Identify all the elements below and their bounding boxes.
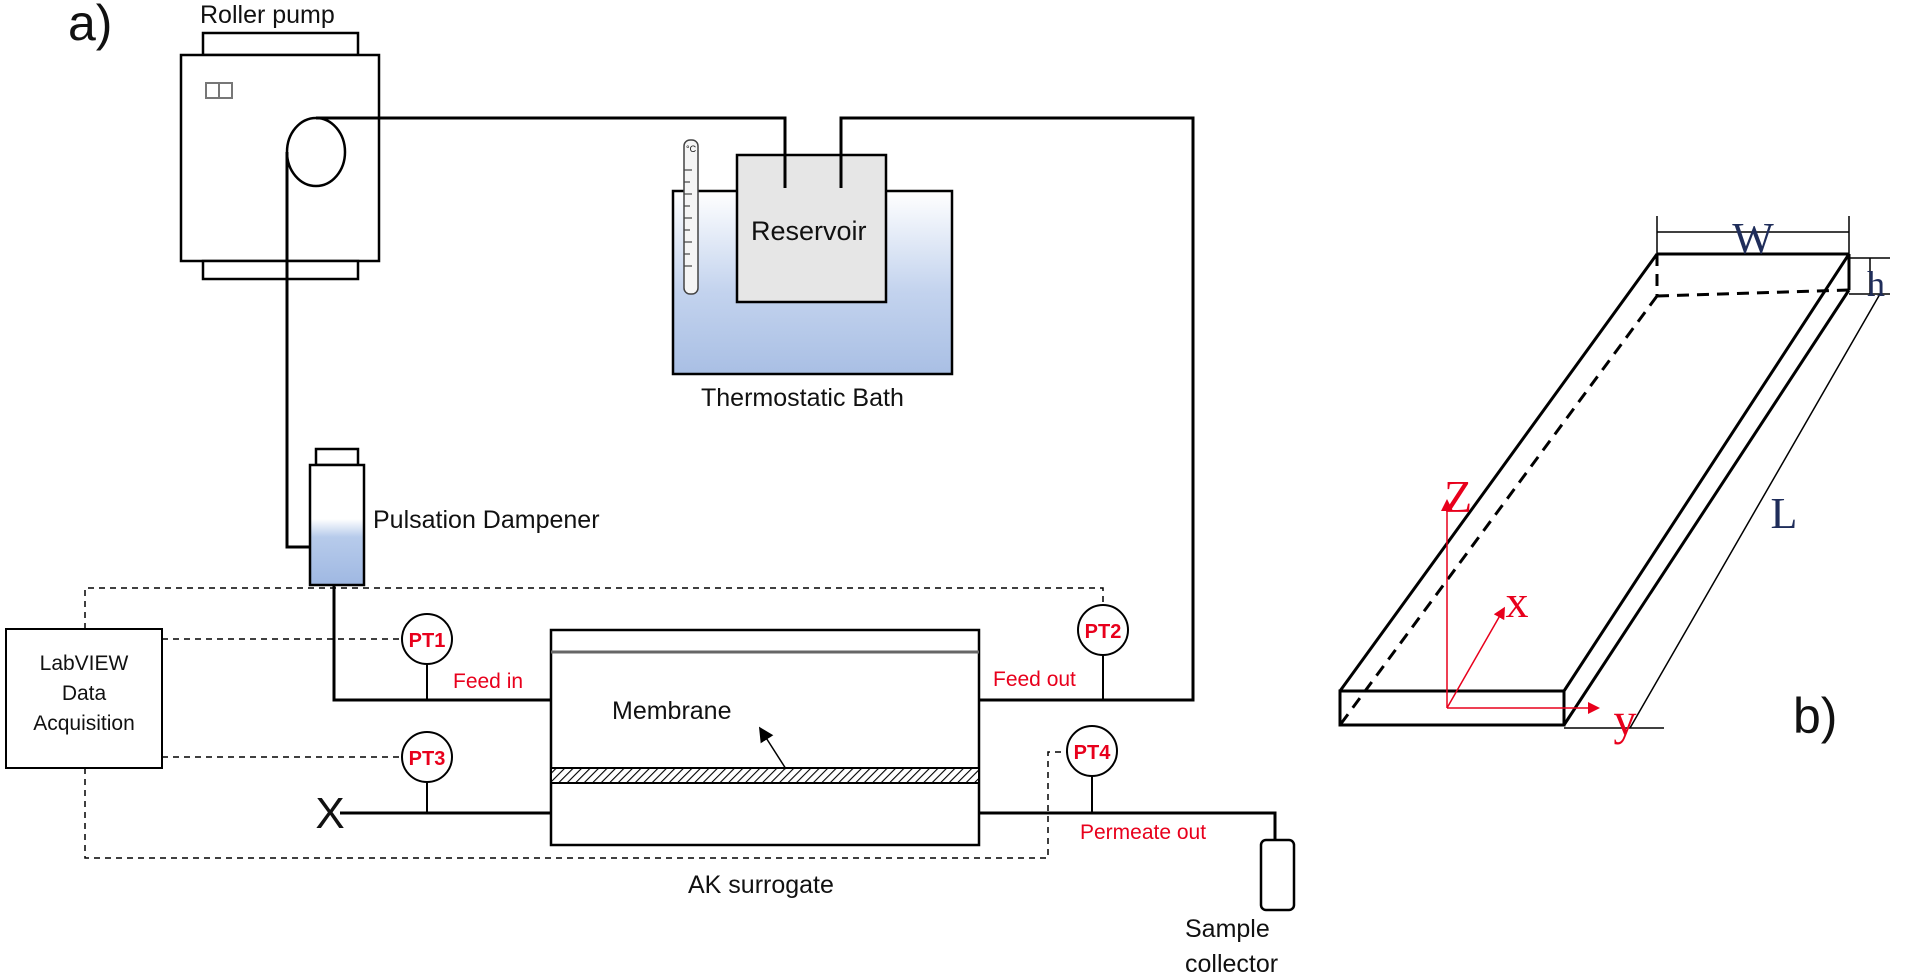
- channel-geometry: [1338, 252, 1851, 727]
- length-label: L: [1771, 489, 1798, 538]
- sample-collector-line-2: collector: [1185, 950, 1278, 976]
- pt1-label: PT1: [409, 630, 446, 652]
- pulsation-dampener: [308, 447, 366, 587]
- y-axis-label: y: [1614, 694, 1637, 745]
- roller-pump-label: Roller pump: [200, 1, 335, 29]
- membrane-pointer-arrow: [758, 726, 787, 770]
- pt2-label: PT2: [1085, 621, 1122, 643]
- thermometer-icon: [683, 139, 699, 295]
- hidden-edges: [1338, 254, 1850, 726]
- panel-b-label: b): [1793, 688, 1837, 744]
- pt4-transducer: PT4: [1066, 725, 1118, 813]
- membrane-module: [549, 628, 981, 847]
- z-axis-label: Z: [1444, 471, 1472, 522]
- reservoir-label: Reservoir: [751, 216, 867, 246]
- thermometer-unit-label: °C: [686, 144, 697, 154]
- roller-pump: [179, 31, 381, 281]
- panel-a-label: a): [68, 0, 112, 51]
- width-label: W: [1732, 214, 1774, 263]
- pt1-transducer: PT1: [401, 613, 453, 700]
- tubing: [285, 116, 1277, 840]
- signal-wiring: [84, 587, 1104, 859]
- feed-out-label: Feed out: [993, 668, 1076, 691]
- panel-a: a) Roller pump: [5, 0, 1296, 976]
- height-label: h: [1867, 264, 1885, 304]
- pump-indicator-icon: [205, 82, 220, 99]
- sample-collector: [1259, 838, 1296, 912]
- dimension-lines: [1564, 216, 1890, 729]
- x-axis-label: x: [1506, 576, 1529, 627]
- pulsation-dampener-label: Pulsation Dampener: [373, 506, 600, 534]
- feed-in-label: Feed in: [453, 670, 523, 693]
- pt3-transducer: PT3: [401, 731, 453, 813]
- pt2-transducer: PT2: [1077, 604, 1129, 700]
- membrane-label: Membrane: [612, 697, 732, 725]
- permeate-out-label: Permeate out: [1080, 821, 1206, 844]
- pump-roller-icon: [285, 116, 347, 188]
- labview-line-3: Acquisition: [33, 712, 135, 735]
- x-axis-arrow: [1446, 606, 1505, 709]
- panel-b: W h L Z x y b): [1338, 214, 1890, 745]
- reservoir: [735, 153, 888, 304]
- sample-collector-line-1: Sample: [1185, 915, 1270, 943]
- thermostatic-bath-label: Thermostatic Bath: [701, 384, 904, 412]
- coordinate-axes: [1441, 499, 1600, 714]
- labview-line-1: LabVIEW: [40, 652, 129, 675]
- ak-surrogate-label: AK surrogate: [688, 871, 834, 899]
- closed-valve-icon: X: [315, 789, 344, 838]
- pt4-label: PT4: [1074, 742, 1112, 764]
- labview-line-2: Data: [62, 682, 107, 705]
- thermostatic-bath: °C Reservoir: [671, 139, 954, 376]
- pt3-label: PT3: [409, 748, 446, 770]
- membrane-layer: [550, 767, 980, 784]
- labview-data-acquisition: [5, 628, 163, 769]
